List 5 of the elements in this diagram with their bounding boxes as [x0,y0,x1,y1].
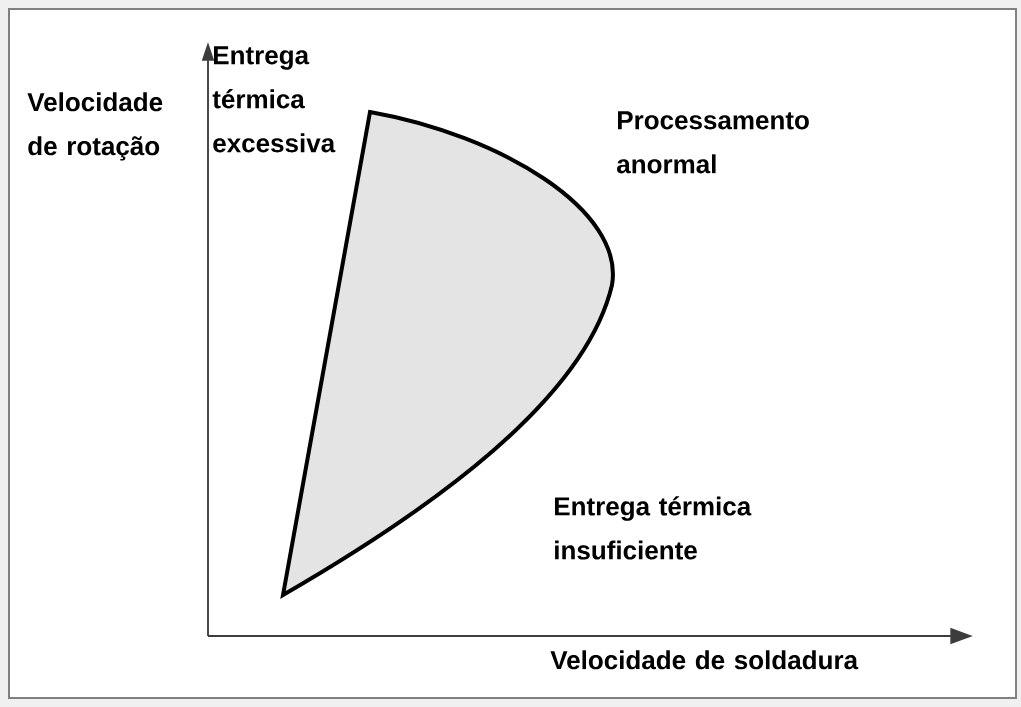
region-label: Entrega térmica insuficiente [555,496,752,560]
axis-label: Velocidade de rotação [27,92,163,161]
axis-label: Velocidade de soldadura [550,650,859,670]
region-label: Processamento anormal [617,111,809,174]
region-label: Entrega térmica excessiva [212,46,336,153]
